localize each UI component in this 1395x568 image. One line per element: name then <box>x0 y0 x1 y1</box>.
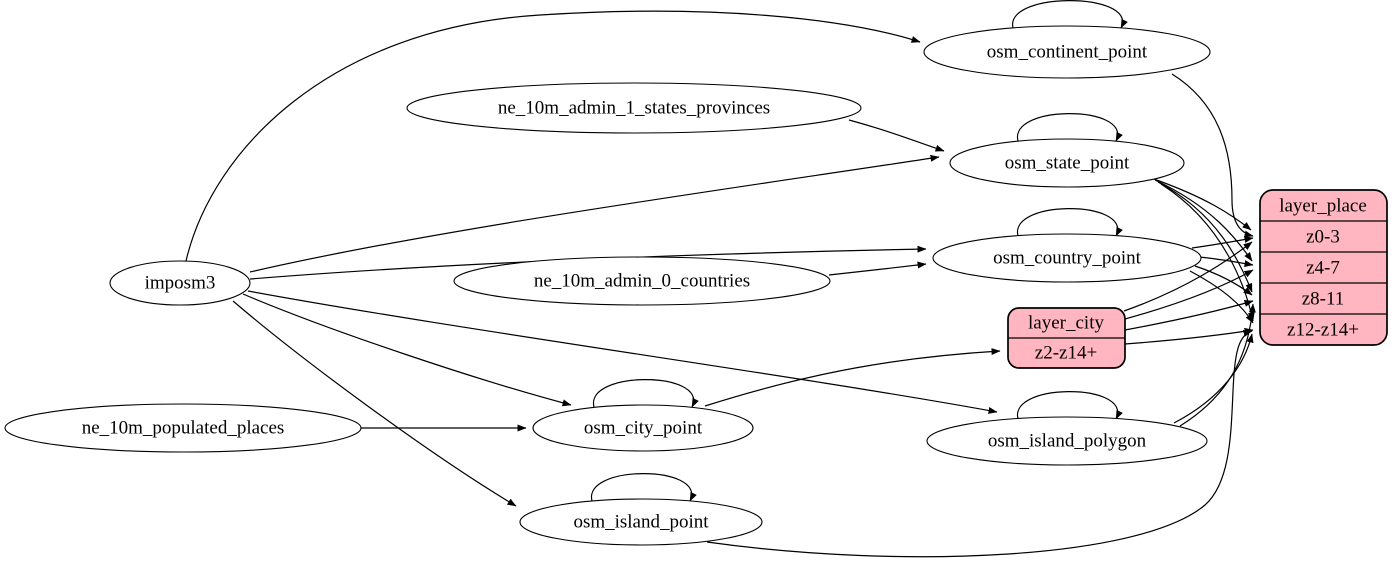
edge-islandpolygon-layerplace-z12-z14 <box>1173 333 1254 424</box>
edge-ne-admin0-osm-country-point <box>828 261 927 276</box>
edge-imposm3-osm-state-point <box>249 154 940 273</box>
edge-country-layerplace-z8-11 <box>1194 265 1253 296</box>
osm-island-point-shape <box>519 498 763 546</box>
record-layer-place: layer_place z0-3 z4-7 z8-11 z12-z14+ <box>1259 189 1388 346</box>
layer-city-title: layer_city <box>1028 313 1104 334</box>
edge-state-layerplace-z4-7 <box>1154 179 1253 262</box>
node-osm-state-point: osm_state_point <box>949 138 1185 188</box>
osm-continent-label: osm_continent_point <box>987 42 1148 63</box>
osm-island-polygon-shape <box>926 416 1208 466</box>
edge-layercity-layerplace-z4-7 <box>1124 269 1254 320</box>
osm-continent-shape <box>923 25 1211 79</box>
edge-islandpoint-layerplace-z12-z14 <box>706 329 1253 558</box>
layer-place-shape <box>1259 189 1388 346</box>
ne-populated-shape <box>4 403 362 453</box>
layer-place-row-z8-11: z8-11 <box>1302 289 1345 310</box>
node-layer: imposm3 ne_10m_admin_1_states_provinces … <box>4 25 1211 546</box>
edge-layer <box>185 0 1256 558</box>
osm-island-polygon-label: osm_island_polygon <box>988 431 1147 452</box>
ne-admin0-shape <box>453 256 831 306</box>
layer-city-row-z2-z14: z2-z14+ <box>1035 343 1097 364</box>
edge-layercity-layerplace-z8-11 <box>1124 299 1254 331</box>
node-imposm3: imposm3 <box>109 260 251 306</box>
osm-state-label: osm_state_point <box>1005 153 1130 174</box>
self-loop-osm-state-point <box>1016 113 1123 145</box>
osm-city-label: osm_city_point <box>584 418 703 439</box>
osm-island-point-label: osm_island_point <box>573 512 709 533</box>
edge-imposm3-osm-city-point <box>242 293 572 407</box>
node-osm-island-polygon: osm_island_polygon <box>926 416 1208 466</box>
osm-state-shape <box>949 138 1185 188</box>
ne-admin1-label: ne_10m_admin_1_states_provinces <box>498 98 770 119</box>
layer-place-row-z12-z14: z12-z14+ <box>1287 320 1359 341</box>
osm-country-shape <box>932 233 1202 283</box>
edge-imposm3-osm-island-polygon <box>247 290 998 414</box>
imposm3-label: imposm3 <box>145 273 216 294</box>
edge-layercity-layerplace-z0-3 <box>1123 241 1253 312</box>
layer-place-row-z4-7: z4-7 <box>1306 258 1340 279</box>
edge-state-layerplace-z8-11 <box>1157 181 1253 293</box>
imposm3-shape <box>109 260 251 306</box>
node-osm-city-point: osm_city_point <box>532 404 754 452</box>
record-layer-city: layer_city z2-z14+ <box>1007 307 1126 369</box>
ne-admin1-shape <box>406 82 862 134</box>
node-osm-island-point: osm_island_point <box>519 498 763 546</box>
edge-ne-admin1-osm-state-point <box>848 119 945 152</box>
osm-city-shape <box>532 404 754 452</box>
self-loop-osm-country-point <box>1016 208 1123 240</box>
edge-city-layercity <box>704 348 1001 407</box>
ne-admin0-label: ne_10m_admin_0_countries <box>534 271 750 292</box>
edge-country-layerplace-z4-7 <box>1198 256 1254 267</box>
self-loop-osm-island-point <box>590 473 697 505</box>
osm-country-label: osm_country_point <box>993 248 1141 269</box>
self-loop-osm-city-point <box>592 379 699 411</box>
edge-continent-layerplace-z0-3 <box>1171 73 1254 238</box>
edge-layercity-layerplace-z12-z14 <box>1124 327 1254 345</box>
ne-populated-label: ne_10m_populated_places <box>82 418 285 439</box>
self-loop-osm-island-polygon <box>1016 391 1123 423</box>
layer-place-row-z0-3: z0-3 <box>1306 227 1340 248</box>
edge-imposm3-osm-island-point <box>232 300 517 507</box>
node-ne-10m-populated-places: ne_10m_populated_places <box>4 403 362 453</box>
edge-country-layerplace-z0-3 <box>1191 236 1254 249</box>
edge-state-layerplace-z0-3 <box>1150 177 1252 231</box>
node-ne-10m-admin-0-countries: ne_10m_admin_0_countries <box>453 256 831 306</box>
node-ne-10m-admin-1-states-provinces: ne_10m_admin_1_states_provinces <box>406 82 862 134</box>
edge-islandpolygon-layerplace-z8-11 <box>1179 303 1256 427</box>
edge-imposm3-osm-continent-point <box>185 10 921 262</box>
node-osm-continent-point: osm_continent_point <box>923 25 1211 79</box>
self-loop-osm-continent-point <box>1012 0 1128 32</box>
layer-place-title: layer_place <box>1279 196 1367 217</box>
node-osm-country-point: osm_country_point <box>932 233 1202 283</box>
